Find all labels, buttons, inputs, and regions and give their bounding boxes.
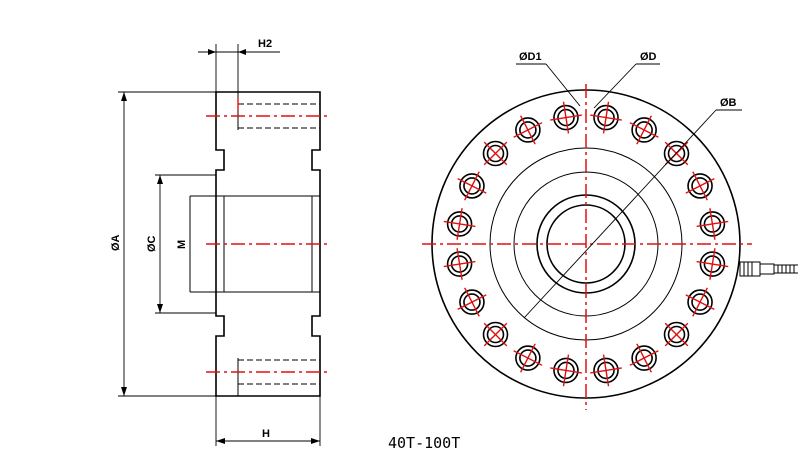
dimension-phi-a: ØA: [110, 91, 216, 397]
top-view: [422, 84, 798, 410]
bolt-hole: [685, 287, 715, 317]
dimension-phi-c: ØC: [146, 174, 216, 314]
label-phi-d1: ØD1: [519, 51, 542, 63]
bolt-hole: [550, 354, 582, 387]
bolt-hole: [443, 208, 476, 240]
bolt-hole: [629, 343, 659, 373]
bolt-hole: [443, 248, 476, 280]
dimension-h2: H2: [198, 38, 280, 92]
bolt-hole: [590, 354, 622, 387]
label-phi-c: ØC: [146, 235, 158, 252]
label-h2: H2: [258, 38, 272, 50]
bolt-hole: [513, 343, 543, 373]
bolt-hole: [513, 115, 543, 145]
bolt-hole: [685, 171, 715, 201]
model-label: 40T-100T: [388, 434, 460, 452]
bolt-hole: [696, 208, 729, 240]
bolt-hole: [663, 321, 690, 348]
leader-phi-d: ØD: [593, 51, 660, 109]
leader-phi-b: ØB: [523, 97, 742, 319]
bolt-hole: [696, 248, 729, 280]
bolt-hole: [550, 101, 582, 134]
bolt-hole: [590, 101, 622, 134]
label-phi-d: ØD: [640, 51, 657, 63]
bolt-hole: [482, 140, 509, 167]
bolt-hole: [457, 287, 487, 317]
label-h: H: [262, 428, 270, 440]
dimension-h: H: [215, 396, 321, 446]
bolt-hole: [482, 321, 509, 348]
label-m: M: [176, 240, 188, 249]
bolt-holes: [443, 101, 729, 387]
label-phi-a: ØA: [110, 234, 122, 251]
bolt-hole: [457, 171, 487, 201]
side-view: [189, 91, 330, 397]
leader-phi-d1: ØD1: [516, 51, 581, 107]
cable-connector: [739, 261, 798, 277]
label-phi-b: ØB: [720, 97, 737, 109]
bolt-hole: [629, 115, 659, 145]
